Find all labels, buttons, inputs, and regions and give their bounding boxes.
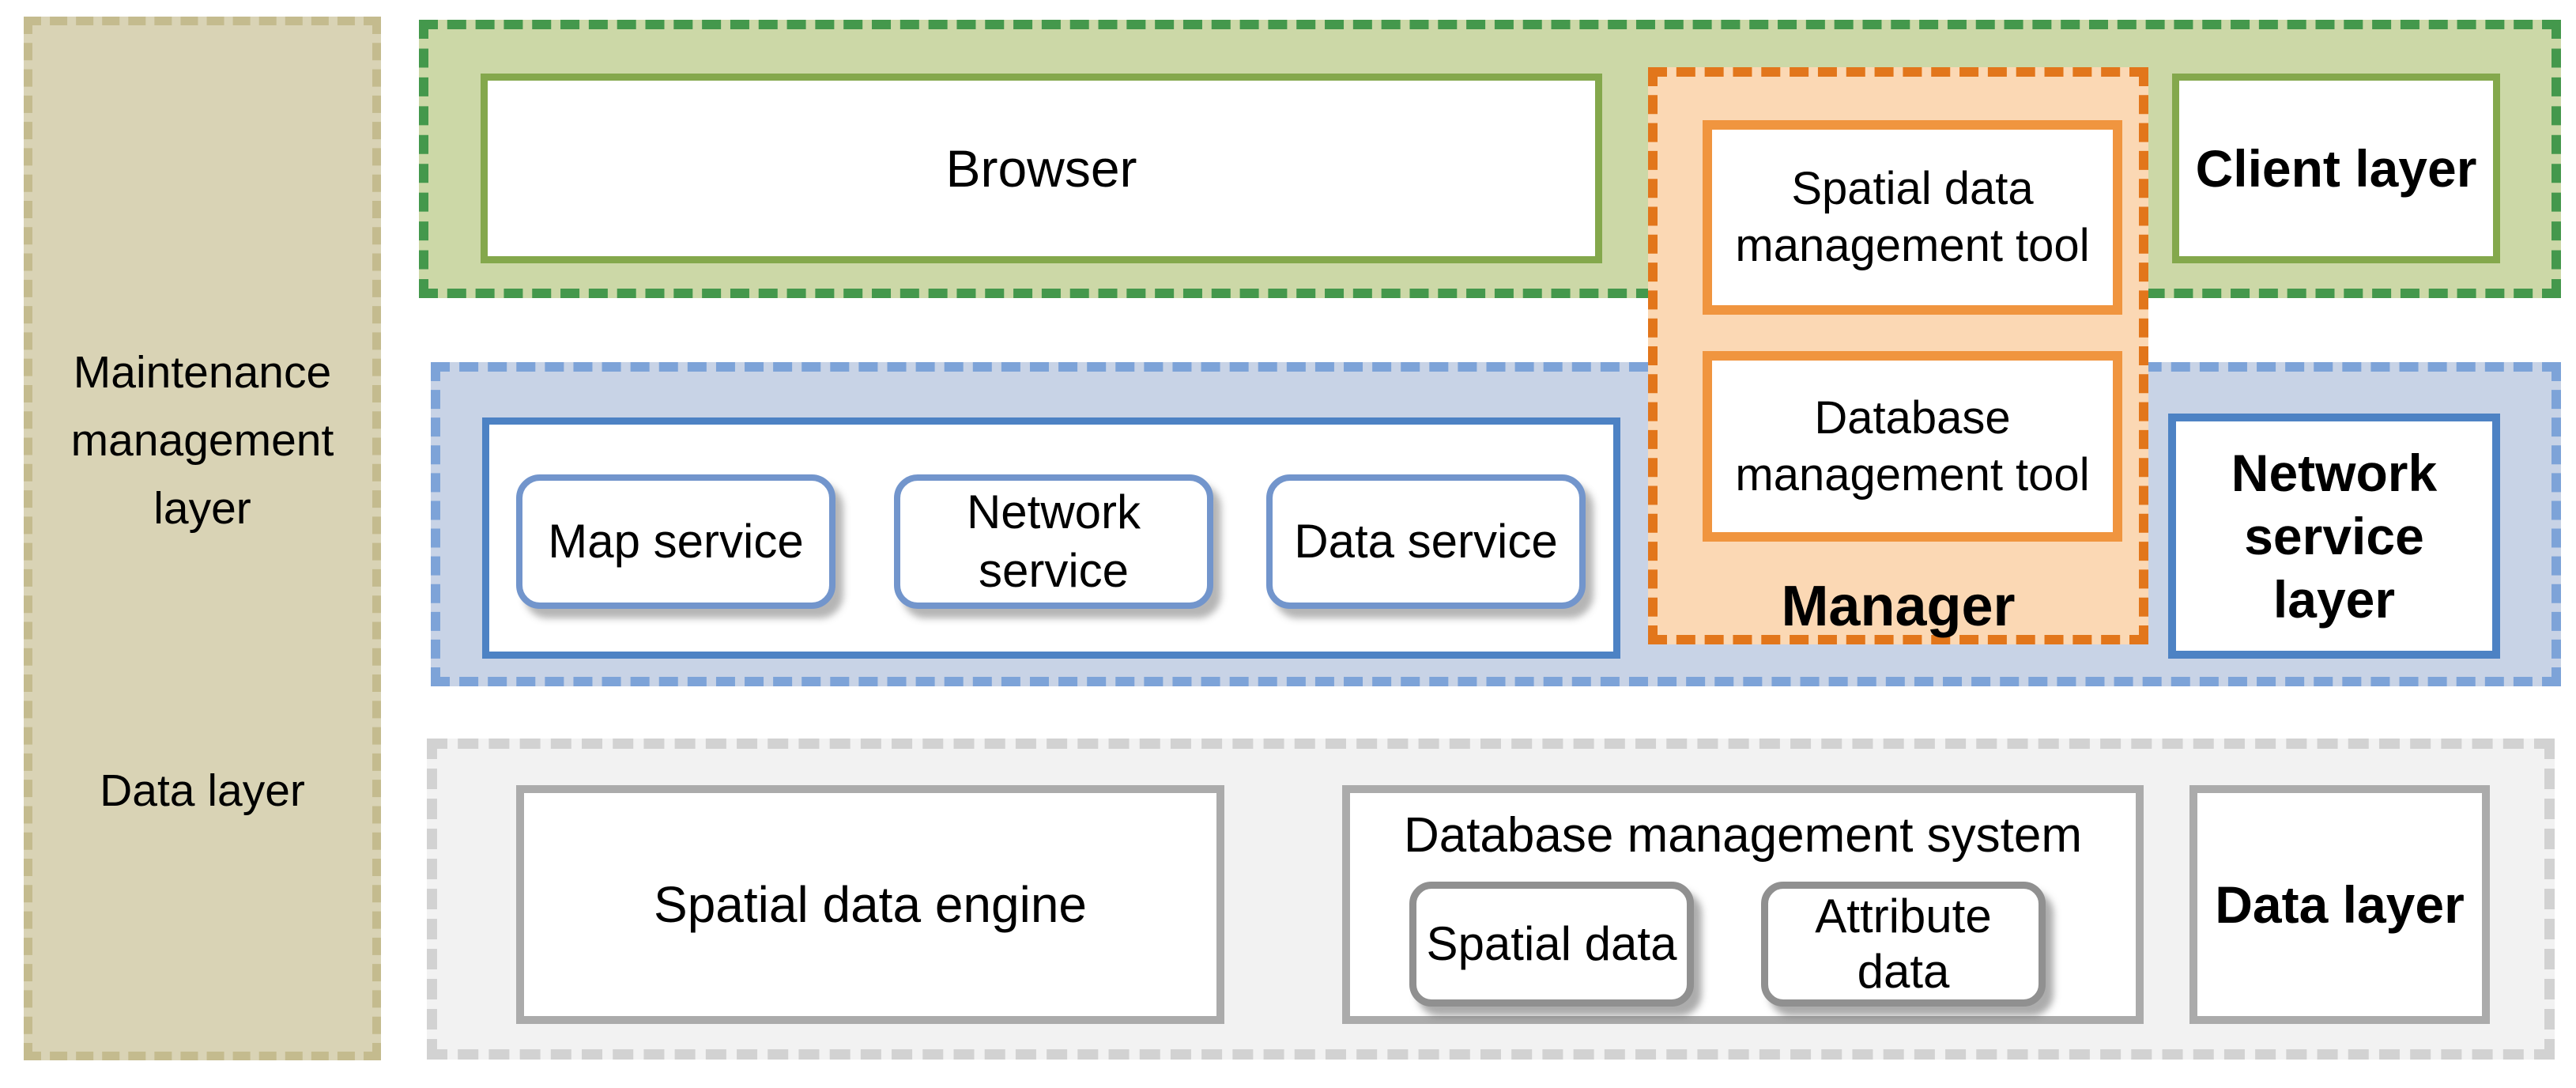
spatial-data-engine-label: Spatial data engine xyxy=(654,876,1087,933)
spatial-data-box: Spatial data xyxy=(1409,882,1694,1007)
data-layer-label: Data layer xyxy=(2215,875,2465,934)
spatial-data-management-tool-label: Spatial data management tool xyxy=(1735,163,2090,271)
database-management-tool-box: Database management tool xyxy=(1703,351,2122,542)
manager-region: Spatial data management tool Database ma… xyxy=(1648,67,2148,644)
maintenance-management-column: Maintenance management layer Data layer xyxy=(24,17,381,1060)
database-management-system-title: Database management system xyxy=(1403,808,2083,863)
data-layer-label-box: Data layer xyxy=(2189,785,2490,1024)
data-service-label: Data service xyxy=(1294,515,1558,568)
database-management-tool-label: Database management tool xyxy=(1735,391,2090,501)
network-service-layer-label-box: Network service layer xyxy=(2168,414,2500,659)
network-service-box: Network service xyxy=(894,474,1213,609)
database-management-system-box: Database management system Spatial data … xyxy=(1342,785,2144,1024)
manager-label: Manager xyxy=(1781,575,2016,638)
network-service-label: Network service xyxy=(966,485,1141,597)
client-layer-label-box: Client layer xyxy=(2172,74,2500,263)
map-service-box: Map service xyxy=(516,474,835,609)
browser-box: Browser xyxy=(481,74,1602,263)
spatial-data-engine-box: Spatial data engine xyxy=(516,785,1224,1024)
spatial-data-label: Spatial data xyxy=(1426,917,1677,970)
maintenance-management-layer-label: Maintenance management layer xyxy=(70,347,334,534)
data-layer-side-label: Data layer xyxy=(100,765,305,816)
spatial-data-management-tool-box: Spatial data management tool xyxy=(1703,120,2122,315)
map-service-label: Map service xyxy=(548,515,804,568)
browser-label: Browser xyxy=(945,139,1137,198)
services-container-box: Map service Network service Data service xyxy=(482,417,1620,659)
data-service-box: Data service xyxy=(1266,474,1586,609)
attribute-data-box: Attribute data xyxy=(1761,882,2046,1007)
attribute-data-label: Attribute data xyxy=(1815,890,1992,998)
client-layer-label: Client layer xyxy=(2195,138,2477,198)
network-service-layer-label: Network service layer xyxy=(2231,444,2438,629)
